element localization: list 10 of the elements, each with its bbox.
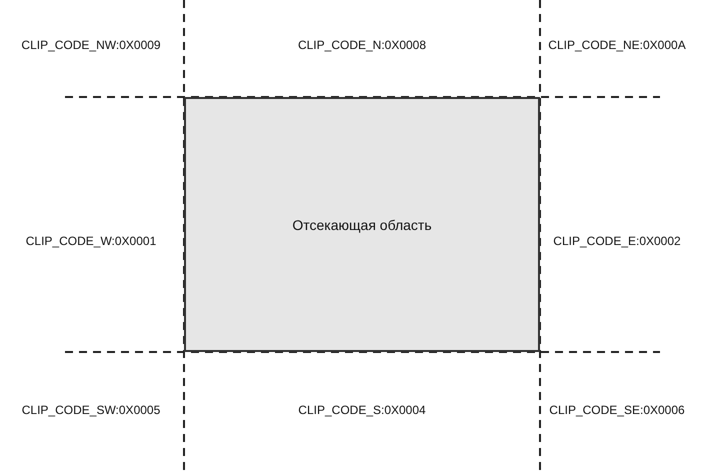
clip-code-label: CLIP_CODE_SW:0X0005	[22, 403, 160, 417]
clip-code-label: CLIP_CODE_SE:0X0006	[549, 403, 685, 417]
clip-code-label: CLIP_CODE_W:0X0001	[26, 234, 156, 248]
clip-code-label: CLIP_CODE_NE:0X000A	[548, 38, 686, 52]
region-label: Отсекающая область	[292, 216, 432, 232]
clip-code-label: CLIP_CODE_NW:0X0009	[21, 38, 161, 52]
clip-code-label: CLIP_CODE_E:0X0002	[553, 234, 681, 248]
clip-code-label: CLIP_CODE_N:0X0008	[298, 38, 426, 52]
clip-code-label: CLIP_CODE_S:0X0004	[298, 403, 426, 417]
clipping-area-rect	[184, 97, 540, 352]
